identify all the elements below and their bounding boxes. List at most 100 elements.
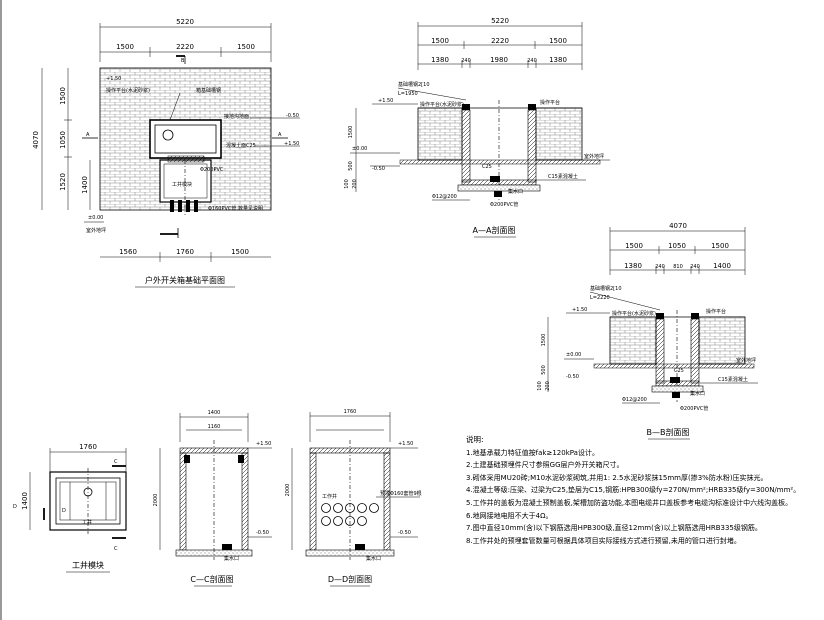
plan-cable-trench: 接地沟地面 <box>224 113 249 120</box>
sa-dim-r2-e: 1380 <box>549 56 567 64</box>
plan-pipe-circle <box>162 129 174 141</box>
note-item: 6.地网接地电阻不大于4Ω。 <box>466 511 553 520</box>
sb-h500: 500 <box>541 365 547 375</box>
sc-sump: 集水口 <box>224 555 239 562</box>
sa-dim-r2-a: 1380 <box>431 56 449 64</box>
sb-dim-r2-a: 1380 <box>624 262 642 270</box>
plan-dim-bottom-b: 1760 <box>176 248 194 256</box>
plan-section-a-left: A <box>86 132 90 138</box>
sa-op2: 操作平台 <box>540 99 560 106</box>
sb-h200: 200 <box>545 381 551 391</box>
module-label-d-left: D <box>13 504 17 510</box>
sb-elev-150: +1.50 <box>572 307 587 313</box>
section-d: 1760 2000 工作井 预埋Φ160套管9根 +1.50 -0.50 集水口… <box>285 409 422 587</box>
sa-h100: 100 <box>344 179 350 189</box>
sc-dim-outer: 1400 <box>208 410 221 416</box>
note-item: 7.图中直径10mm(含)以下钢筋选用HPB300级,直径12mm(含)以上钢筋… <box>466 524 762 533</box>
sd-inner: 工作井 <box>322 493 337 500</box>
plan-dim-total: 5220 <box>176 18 194 26</box>
sa-dim-r2-c: 1980 <box>490 56 508 64</box>
sa-sump: 集水口 <box>508 188 523 195</box>
module-dim-h: 1400 <box>21 492 29 510</box>
sa-pvc: Φ200PVC管 <box>490 201 518 208</box>
plan-section-a-right: A <box>278 132 282 138</box>
sb-ground: 室外地坪 <box>736 357 756 364</box>
sa-dim-r1-a: 1500 <box>431 37 449 45</box>
sa-c15: C15素混凝土 <box>548 173 578 180</box>
sa-h500: 500 <box>348 161 354 171</box>
sd-pipe-note: 预埋Φ160套管9根 <box>380 490 422 497</box>
plan-op-platform: 操作平台(水泥砂浆) <box>106 87 150 94</box>
sa-elev-150: +1.50 <box>378 98 393 104</box>
sa-dim-r1-b: 2220 <box>491 37 509 45</box>
sa-elev-000: ±0.00 <box>352 146 367 152</box>
plan-outdoor-ground: 室外地坪 <box>86 227 106 234</box>
plan-title: 户外开关箱基础平面图 <box>145 275 225 285</box>
sa-channel: 基础槽钢2[10 <box>398 81 430 88</box>
module-inner: 工井 <box>82 519 92 526</box>
sc-elev-bot: -0.50 <box>256 530 269 536</box>
section-b: 4070 1500 1050 1500 1380 240 810 240 140… <box>537 222 758 440</box>
plan-pvc-pipe: Φ200PVC <box>200 167 224 173</box>
sa-title: A—A剖面图 <box>473 225 516 235</box>
module-view: 1760 1400 工井 C C D D 工井模块 <box>13 443 127 573</box>
sb-dim-r2-b: 240 <box>655 264 665 270</box>
sa-h200: 200 <box>352 179 358 189</box>
sb-dim-total: 4070 <box>669 222 687 230</box>
sb-c25: C25 <box>674 368 684 374</box>
plan-elev-top: +1.50 <box>106 76 121 82</box>
sb-pvc: Φ200PVC管 <box>680 405 708 412</box>
section-c: 1400 1160 2000 +1.50 -0.50 集水口 C—C剖面图 <box>153 410 272 587</box>
plan-pvc-note: Φ160PVC管,数量见说明 <box>208 205 263 212</box>
sa-ground: 室外地坪 <box>584 153 604 160</box>
sc-title: C—C剖面图 <box>190 574 233 584</box>
sd-dim-w: 1760 <box>344 409 357 415</box>
plan-dim-b: 2220 <box>176 43 194 51</box>
note-item: 5.工作井的盖板为混凝土预制盖板,架槽加防盗功能,本图电缆井口盖板参考电缆沟标准… <box>466 498 793 507</box>
module-dim-w: 1760 <box>79 443 97 451</box>
note-item: 3.砌体采用MU20砖;M10水泥砂浆砌筑,并用1: 2.5水泥砂浆抹15mm厚… <box>466 473 768 482</box>
sb-wall-left <box>609 316 657 365</box>
sb-elev-000: ±0.00 <box>566 352 581 358</box>
note-item: 8.工作井处的预埋套管数量可根据具体项目实际接线方式进行预留,未用的管口进行封堵… <box>466 536 741 545</box>
sa-c25: C25 <box>482 164 492 170</box>
sb-dim-r2-d: 240 <box>690 264 700 270</box>
sb-op2: 操作平台 <box>706 308 726 315</box>
plan-dim-c: 1500 <box>237 43 255 51</box>
plan-dim-left-c: 1520 <box>59 173 67 191</box>
sa-dim-r2-b: 240 <box>461 58 471 64</box>
sb-h1500: 1500 <box>541 334 547 347</box>
sb-channel: 基础槽钢2[10 <box>590 285 622 292</box>
plan-dim-bottom-a: 1560 <box>119 248 137 256</box>
sa-wall-right <box>535 107 583 161</box>
notes-heading: 说明: <box>466 435 484 444</box>
sc-dim-inner: 1160 <box>208 424 221 430</box>
sb-h100: 100 <box>537 381 543 391</box>
plan-dim-bottom-c: 1500 <box>231 248 249 256</box>
sa-op1: 操作平台(水泥砂浆) <box>420 101 464 108</box>
plan-box-frame <box>149 119 222 159</box>
sa-elev-neg: -0.50 <box>372 166 385 172</box>
sb-wall-right <box>698 316 746 365</box>
sb-length: L=2220 <box>590 295 610 301</box>
note-item: 1.地基承载力特征值按fak≥120kPa设计。 <box>466 448 599 457</box>
sb-dim-r2-e: 1400 <box>713 262 731 270</box>
module-label-d-in: D <box>62 508 66 514</box>
sb-rebar: Φ12@200 <box>622 397 647 403</box>
design-notes: 说明: 1.地基承载力特征值按fak≥120kPa设计。 2.土建基础预埋件尺寸… <box>466 434 822 547</box>
note-item: 2.土建基础预埋件尺寸参照GG层户外开关箱尺寸。 <box>466 461 624 470</box>
sa-wall-left <box>417 107 463 161</box>
sb-dim-r1-b: 1050 <box>668 242 686 250</box>
plan-work-well <box>159 159 212 203</box>
section-a: 5220 1500 2220 1500 1380 240 1980 240 13… <box>344 17 610 238</box>
sa-length: L=1950 <box>398 91 418 97</box>
plan-dim-left-b: 1050 <box>59 131 67 149</box>
plan-well-label: 工井模块 <box>172 181 192 188</box>
plan-section-b-top: B <box>181 58 185 64</box>
module-label-c-top: C <box>114 459 118 465</box>
sc-elev-top: +1.50 <box>256 441 271 447</box>
plan-elev-zero: ±0.00 <box>88 215 103 221</box>
plan-dim-a: 1500 <box>116 43 134 51</box>
plan-dim-left-total: 4070 <box>32 131 40 149</box>
sa-dim-r1-c: 1500 <box>549 37 567 45</box>
